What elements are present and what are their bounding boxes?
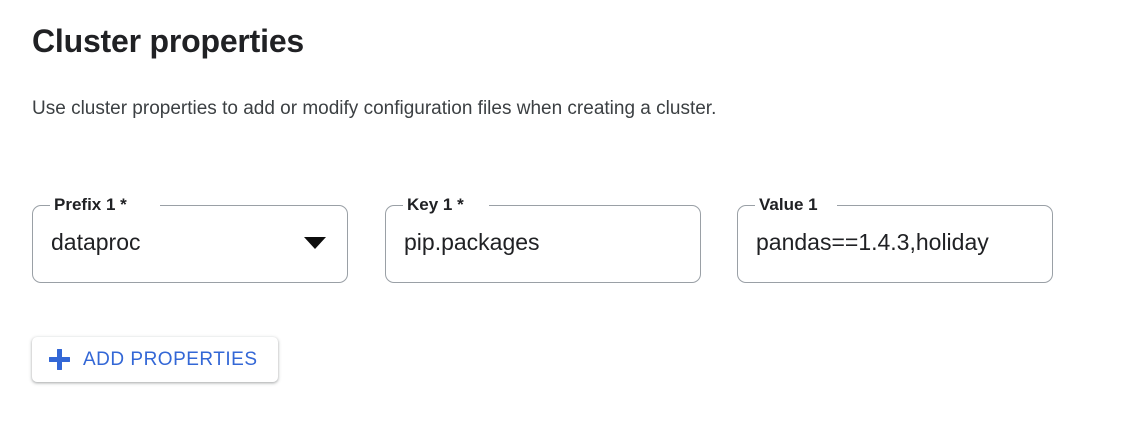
value-field-label: Value 1 [755,195,822,215]
value-field[interactable]: Value 1 pandas==1.4.3,holiday [737,195,1053,283]
key-field-value[interactable]: pip.packages [404,229,540,255]
key-field[interactable]: Key 1 * pip.packages [385,195,701,283]
plus-icon [49,349,70,370]
add-properties-button[interactable]: ADD PROPERTIES [32,337,278,382]
prefix-field[interactable]: Prefix 1 * dataproc [32,195,348,283]
value-field-value[interactable]: pandas==1.4.3,holiday [756,229,989,255]
key-field-label: Key 1 * [403,195,468,215]
page-description: Use cluster properties to add or modify … [32,98,717,119]
prefix-field-label: Prefix 1 * [50,195,131,215]
chevron-down-icon[interactable] [304,237,326,249]
add-properties-button-label: ADD PROPERTIES [83,348,258,370]
properties-field-row: Prefix 1 * dataproc Key 1 * pip.packages… [32,195,1092,285]
page-title: Cluster properties [32,23,305,59]
prefix-field-value[interactable]: dataproc [51,229,141,255]
